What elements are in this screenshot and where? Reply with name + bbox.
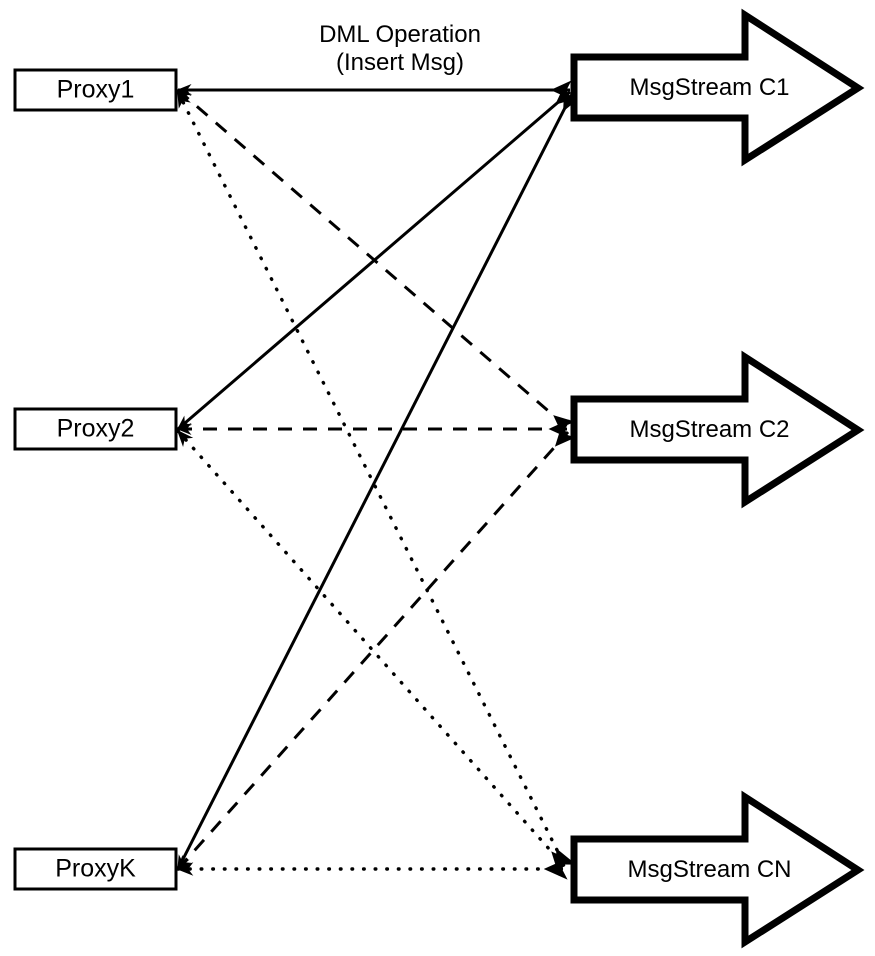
msgstream-arrow-shape: [570, 790, 865, 949]
msgstream-arrow-shape: [570, 350, 865, 509]
proxy-box-shape: [13, 847, 178, 891]
proxy-label: Proxy1: [57, 76, 135, 104]
msgstream-stream_c2[interactable]: MsgStream C2: [570, 350, 865, 509]
proxy-label: Proxy2: [57, 415, 135, 443]
edge-caption-line-2: (Insert Msg): [336, 49, 464, 76]
msgstream-stream_c1[interactable]: MsgStream C1: [570, 8, 865, 167]
proxy-box-shape: [13, 68, 178, 112]
edge-caption: DML Operation (Insert Msg): [319, 21, 481, 76]
msgstream-stream_cn[interactable]: MsgStream CN: [570, 790, 865, 949]
msgstream-label: MsgStream C1: [629, 74, 789, 101]
link-proxyk-c1: [176, 88, 582, 871]
proxy-label: ProxyK: [55, 855, 136, 883]
msgstream-arrow-shape: [570, 8, 865, 167]
msgstream-label: MsgStream CN: [627, 856, 791, 883]
proxy-node-proxy1[interactable]: Proxy1: [13, 68, 178, 112]
proxy-node-proxy2[interactable]: Proxy2: [13, 407, 178, 451]
link-layer: [176, 80, 582, 880]
msgstream-label: MsgStream C2: [629, 416, 789, 443]
proxy-box-shape: [13, 407, 178, 451]
proxy-node-proxyk[interactable]: ProxyK: [13, 847, 178, 891]
msgstream-layer: MsgStream C1 MsgStream C2 MsgStream CN: [570, 8, 865, 949]
link-proxyk-c2: [176, 424, 576, 871]
edge-caption-line-1: DML Operation: [319, 21, 481, 48]
